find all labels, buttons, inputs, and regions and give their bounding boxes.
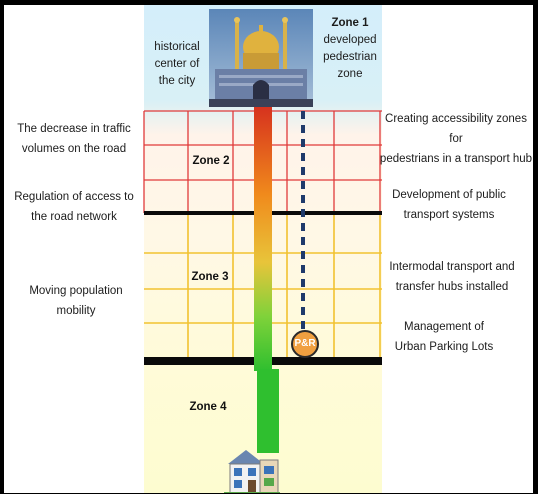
house-image: [224, 450, 280, 493]
arrow-stem: [257, 369, 279, 453]
zone3-label: Zone 3: [191, 271, 229, 283]
traffic-reduction-label: The decrease in traffic volumes on the r…: [17, 123, 131, 155]
zone4-label: Zone 4: [189, 401, 227, 413]
zone1-label: Zone 1 developed pedestrian zone: [313, 15, 387, 83]
arrow-shaft: [254, 99, 272, 371]
mosque-image: [209, 9, 313, 107]
public-transport-label: Development of public transport systems: [392, 189, 506, 221]
access-regulation-label: Regulation of access to the road network: [14, 191, 134, 223]
park-and-ride-marker: P&R: [291, 330, 319, 358]
zone1-title: Zone 1: [331, 17, 369, 29]
intermodal-hubs-label: Intermodal transport and transfer hubs i…: [389, 261, 515, 293]
accessibility-zones-label: Creating accessibility zones for pedestr…: [379, 113, 533, 165]
historical-center-label: historical center of the city: [154, 41, 200, 87]
population-mobility-label: Moving population mobility: [29, 285, 123, 317]
diagram-frame: historical center of the city Zone 1 dev…: [4, 5, 533, 493]
parking-management-label: Management of Urban Parking Lots: [394, 321, 494, 353]
zone2-label: Zone 2: [192, 155, 230, 167]
